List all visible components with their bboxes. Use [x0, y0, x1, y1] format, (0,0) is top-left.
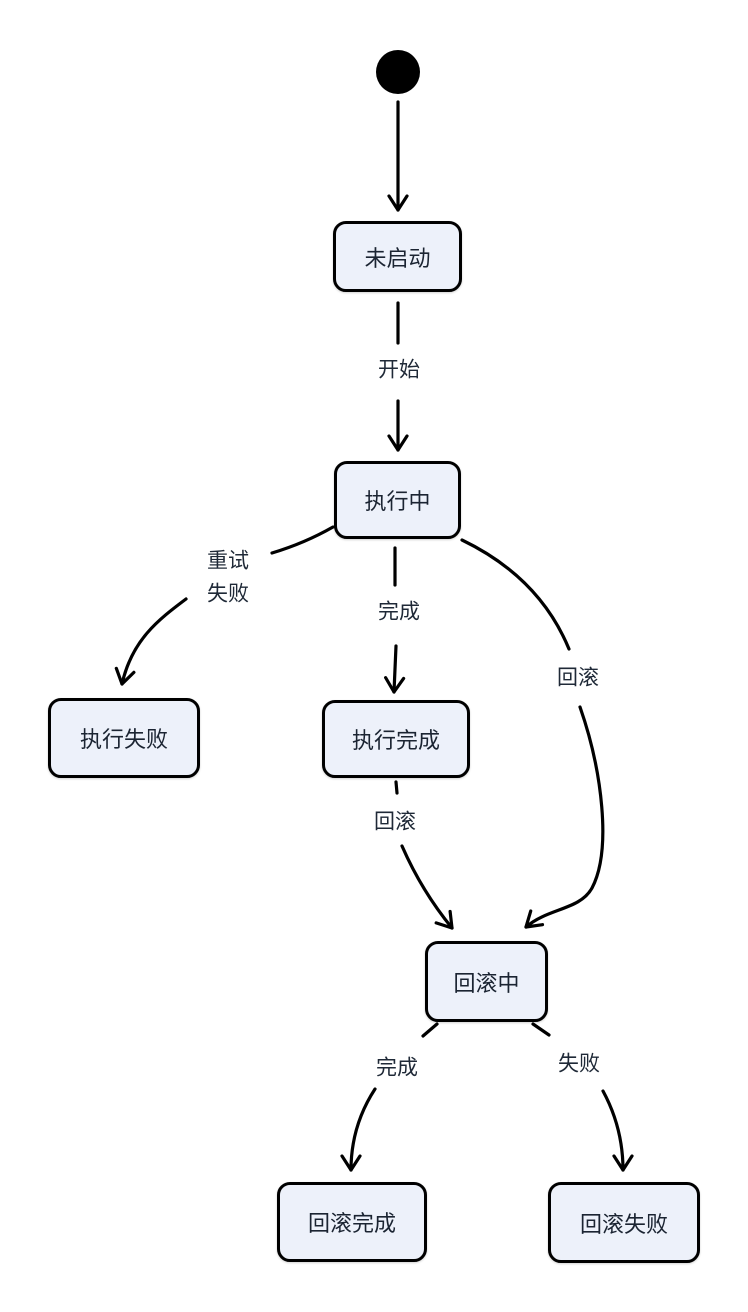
state-rolling-back: 回滚中	[425, 941, 548, 1022]
edge-label-start: 开始	[375, 354, 423, 388]
state-label: 回滚中	[453, 970, 520, 996]
state-label: 回滚完成	[307, 1211, 396, 1236]
state-rollback-done: 回滚完成	[277, 1182, 427, 1262]
edge-label-complete: 完成	[375, 596, 423, 630]
edge-label-rollback-fail: 失败	[555, 1048, 603, 1082]
state-label: 执行失败	[79, 727, 168, 752]
state-exec-failed: 执行失败	[48, 698, 200, 778]
edge-executing-to-rolling-back-upper	[460, 538, 571, 651]
state-label: 回滚失败	[579, 1211, 668, 1237]
edge-label-line: 失败	[207, 582, 249, 605]
edge-executing-to-exec-failed-lower	[114, 597, 188, 686]
state-label: 未启动	[364, 245, 431, 271]
edge-label-retry-fail: 重试 失败	[204, 545, 252, 611]
state-rollback-failed: 回滚失败	[548, 1182, 700, 1263]
initial-state-node	[376, 50, 420, 94]
edge-exec-done-to-rolling-back-upper	[394, 780, 399, 795]
edge-rolling-back-to-rollback-failed-upper	[531, 1022, 551, 1037]
edge-label-line: 重试	[207, 549, 249, 573]
state-not-started: 未启动	[333, 221, 462, 292]
edge-exec-done-to-rolling-back-lower	[400, 844, 454, 930]
state-executing: 执行中	[334, 461, 461, 539]
edge-rolling-back-to-rollback-done-lower	[340, 1087, 377, 1172]
edge-rolling-back-to-rollback-failed-lower	[601, 1089, 634, 1172]
edge-executing-to-exec-done-lower	[384, 644, 406, 694]
edge-label-rollback-mid: 回滚	[371, 806, 419, 840]
state-exec-done: 执行完成	[322, 700, 470, 778]
edge-executing-to-exec-failed-upper	[270, 525, 335, 555]
edge-label-rollback-right: 回滚	[554, 662, 602, 696]
edge-rolling-back-to-rollback-done-upper	[421, 1022, 439, 1038]
state-label: 执行中	[364, 489, 431, 514]
edge-executing-to-rolling-back-lower	[524, 705, 605, 929]
edge-label-rollback-complete: 完成	[373, 1052, 421, 1086]
state-label: 执行完成	[351, 728, 440, 753]
